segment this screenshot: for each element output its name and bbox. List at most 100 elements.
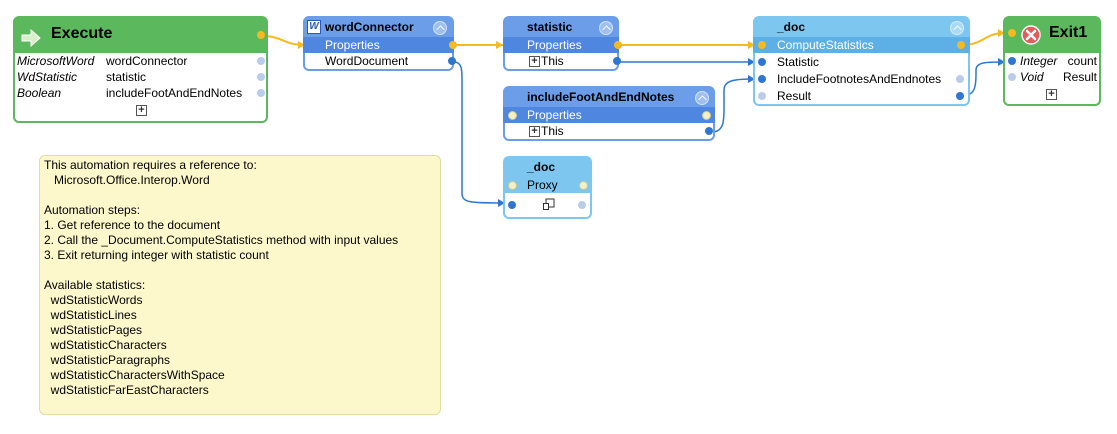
data-out-port[interactable]: [578, 201, 586, 209]
exit-title: Exit1: [1049, 24, 1088, 41]
row-label: Properties: [527, 38, 582, 52]
exit-node[interactable]: Exit1 Integer count Void Result +: [1003, 16, 1101, 106]
row-label: Proxy: [527, 178, 558, 192]
execute-param-row[interactable]: Boolean includeFootAndEndNotes: [15, 85, 266, 101]
this-row[interactable]: + This: [505, 53, 621, 69]
data-in-port[interactable]: [1008, 73, 1016, 81]
doc-proxy-node[interactable]: _doc Proxy: [503, 156, 592, 219]
collapse-chevron-icon[interactable]: [599, 21, 613, 35]
wordconnector-body: WordDocument: [305, 53, 456, 69]
properties-row[interactable]: Properties: [303, 37, 457, 53]
doc-compute-body: Statistic IncludeFootnotesAndEndnotes Re…: [755, 53, 968, 104]
param-name: wordConnector: [106, 54, 188, 68]
expand-plus-icon[interactable]: +: [529, 126, 540, 137]
exit-body: Integer count Void Result +: [1005, 53, 1099, 104]
data-wire-worddocument-to-proxy[interactable]: [453, 61, 506, 204]
statistic-param-row[interactable]: Statistic: [755, 54, 968, 70]
execute-param-row[interactable]: WdStatistic statistic: [15, 69, 266, 85]
exec-in-port[interactable]: [758, 41, 766, 49]
data-out-port[interactable]: [956, 92, 964, 100]
includefootandendnotes-node[interactable]: includeFootAndEndNotes Properties + This: [503, 86, 715, 141]
collapse-chevron-icon[interactable]: [433, 21, 447, 35]
statistic-node[interactable]: statistic Properties + This: [503, 16, 622, 71]
doc-computestatistics-node[interactable]: _doc ComputeStatistics Statistic Include…: [753, 16, 970, 106]
execute-body: MicrosoftWord wordConnector WdStatistic …: [15, 53, 266, 121]
exec-in-port[interactable]: [508, 111, 517, 120]
data-out-port[interactable]: [448, 57, 456, 65]
param-out-port[interactable]: [257, 73, 265, 81]
note-line: wdStatisticLines: [44, 308, 137, 322]
note-line: Automation steps:: [44, 203, 141, 217]
includefoot-title: includeFootAndEndNotes: [527, 90, 675, 104]
expand-plus-icon[interactable]: +: [529, 56, 540, 67]
exec-out-port[interactable]: [579, 181, 588, 190]
exit-stop-icon: [1021, 24, 1041, 45]
expand-plus-icon[interactable]: +: [1046, 89, 1057, 100]
collapse-chevron-icon[interactable]: [695, 91, 709, 105]
note-line: wdStatisticPages: [44, 323, 143, 337]
execute-header[interactable]: Execute: [13, 16, 268, 52]
statistic-header[interactable]: statistic: [503, 16, 619, 38]
doc-proxy-header[interactable]: _doc: [503, 156, 592, 178]
note-line: wdStatisticWords: [44, 293, 143, 307]
data-in-port[interactable]: [1008, 57, 1016, 65]
execute-param-row[interactable]: MicrosoftWord wordConnector: [15, 53, 266, 69]
data-out-port[interactable]: [956, 75, 964, 83]
properties-row[interactable]: Properties: [503, 107, 715, 123]
exit-return-row[interactable]: Integer count: [1005, 53, 1099, 69]
exec-wire-execute-to-wordconnector[interactable]: [261, 35, 306, 46]
exec-out-port[interactable]: [702, 111, 711, 120]
doc-compute-header[interactable]: _doc: [753, 16, 970, 38]
data-wire-include-this-to-include[interactable]: [711, 78, 756, 133]
row-label: Properties: [325, 38, 380, 52]
this-row[interactable]: + This: [505, 123, 713, 139]
param-out-port[interactable]: [257, 57, 265, 65]
exec-in-port[interactable]: [508, 181, 517, 190]
data-out-port[interactable]: [613, 57, 621, 65]
row-label: This: [541, 124, 564, 138]
row-label: This: [541, 54, 564, 68]
expand-plus-icon[interactable]: +: [136, 105, 147, 116]
exit-result-row[interactable]: Void Result: [1005, 69, 1099, 85]
wordconnector-header[interactable]: W wordConnector: [303, 16, 454, 38]
collapse-chevron-icon[interactable]: [950, 21, 964, 35]
exec-in-port[interactable]: [1008, 29, 1016, 37]
exit-header[interactable]: Exit1: [1003, 16, 1101, 52]
exec-out-port[interactable]: [957, 41, 965, 49]
data-in-port[interactable]: [758, 58, 766, 66]
word-app-icon: W: [307, 20, 321, 34]
param-name: Result: [1062, 70, 1097, 84]
execute-exec-out-port[interactable]: [257, 31, 265, 39]
computestatistics-row[interactable]: ComputeStatistics: [753, 37, 970, 53]
doc-proxy-body: [505, 193, 590, 217]
execute-node[interactable]: Execute MicrosoftWord wordConnector WdSt…: [13, 16, 268, 123]
row-label: Properties: [527, 108, 582, 122]
data-in-port[interactable]: [758, 75, 766, 83]
param-out-port[interactable]: [257, 89, 265, 97]
note-line: 1. Get reference to the document: [44, 218, 221, 232]
statistic-title: statistic: [527, 20, 573, 34]
param-type: MicrosoftWord: [17, 54, 95, 68]
param-type: Integer: [1020, 54, 1058, 68]
proxy-row[interactable]: Proxy: [503, 177, 592, 193]
data-in-port[interactable]: [758, 92, 766, 100]
result-row[interactable]: Result: [755, 88, 968, 104]
wordconnector-node[interactable]: W wordConnector Properties WordDocument: [303, 16, 457, 71]
includefoot-body: + This: [505, 123, 713, 139]
note-line: This automation requires a reference to:: [44, 158, 257, 172]
data-out-port[interactable]: [705, 127, 713, 135]
param-type: WdStatistic: [17, 70, 78, 84]
param-name: includeFootAndEndNotes: [106, 86, 243, 100]
includefootnotes-param-row[interactable]: IncludeFootnotesAndEndnotes: [755, 71, 968, 87]
note-line: Available statistics:: [44, 278, 146, 292]
includefoot-header[interactable]: includeFootAndEndNotes: [503, 86, 715, 108]
exec-out-port[interactable]: [614, 41, 622, 49]
worddocument-row[interactable]: WordDocument: [305, 53, 456, 69]
comment-note[interactable]: This automation requires a reference to:…: [39, 155, 441, 415]
data-in-port[interactable]: [508, 201, 516, 209]
note-line: wdStatisticCharacters: [44, 338, 167, 352]
properties-row[interactable]: Properties: [503, 37, 622, 53]
row-label: WordDocument: [325, 54, 409, 68]
doc-compute-title: _doc: [777, 20, 806, 34]
exec-out-port[interactable]: [449, 41, 457, 49]
